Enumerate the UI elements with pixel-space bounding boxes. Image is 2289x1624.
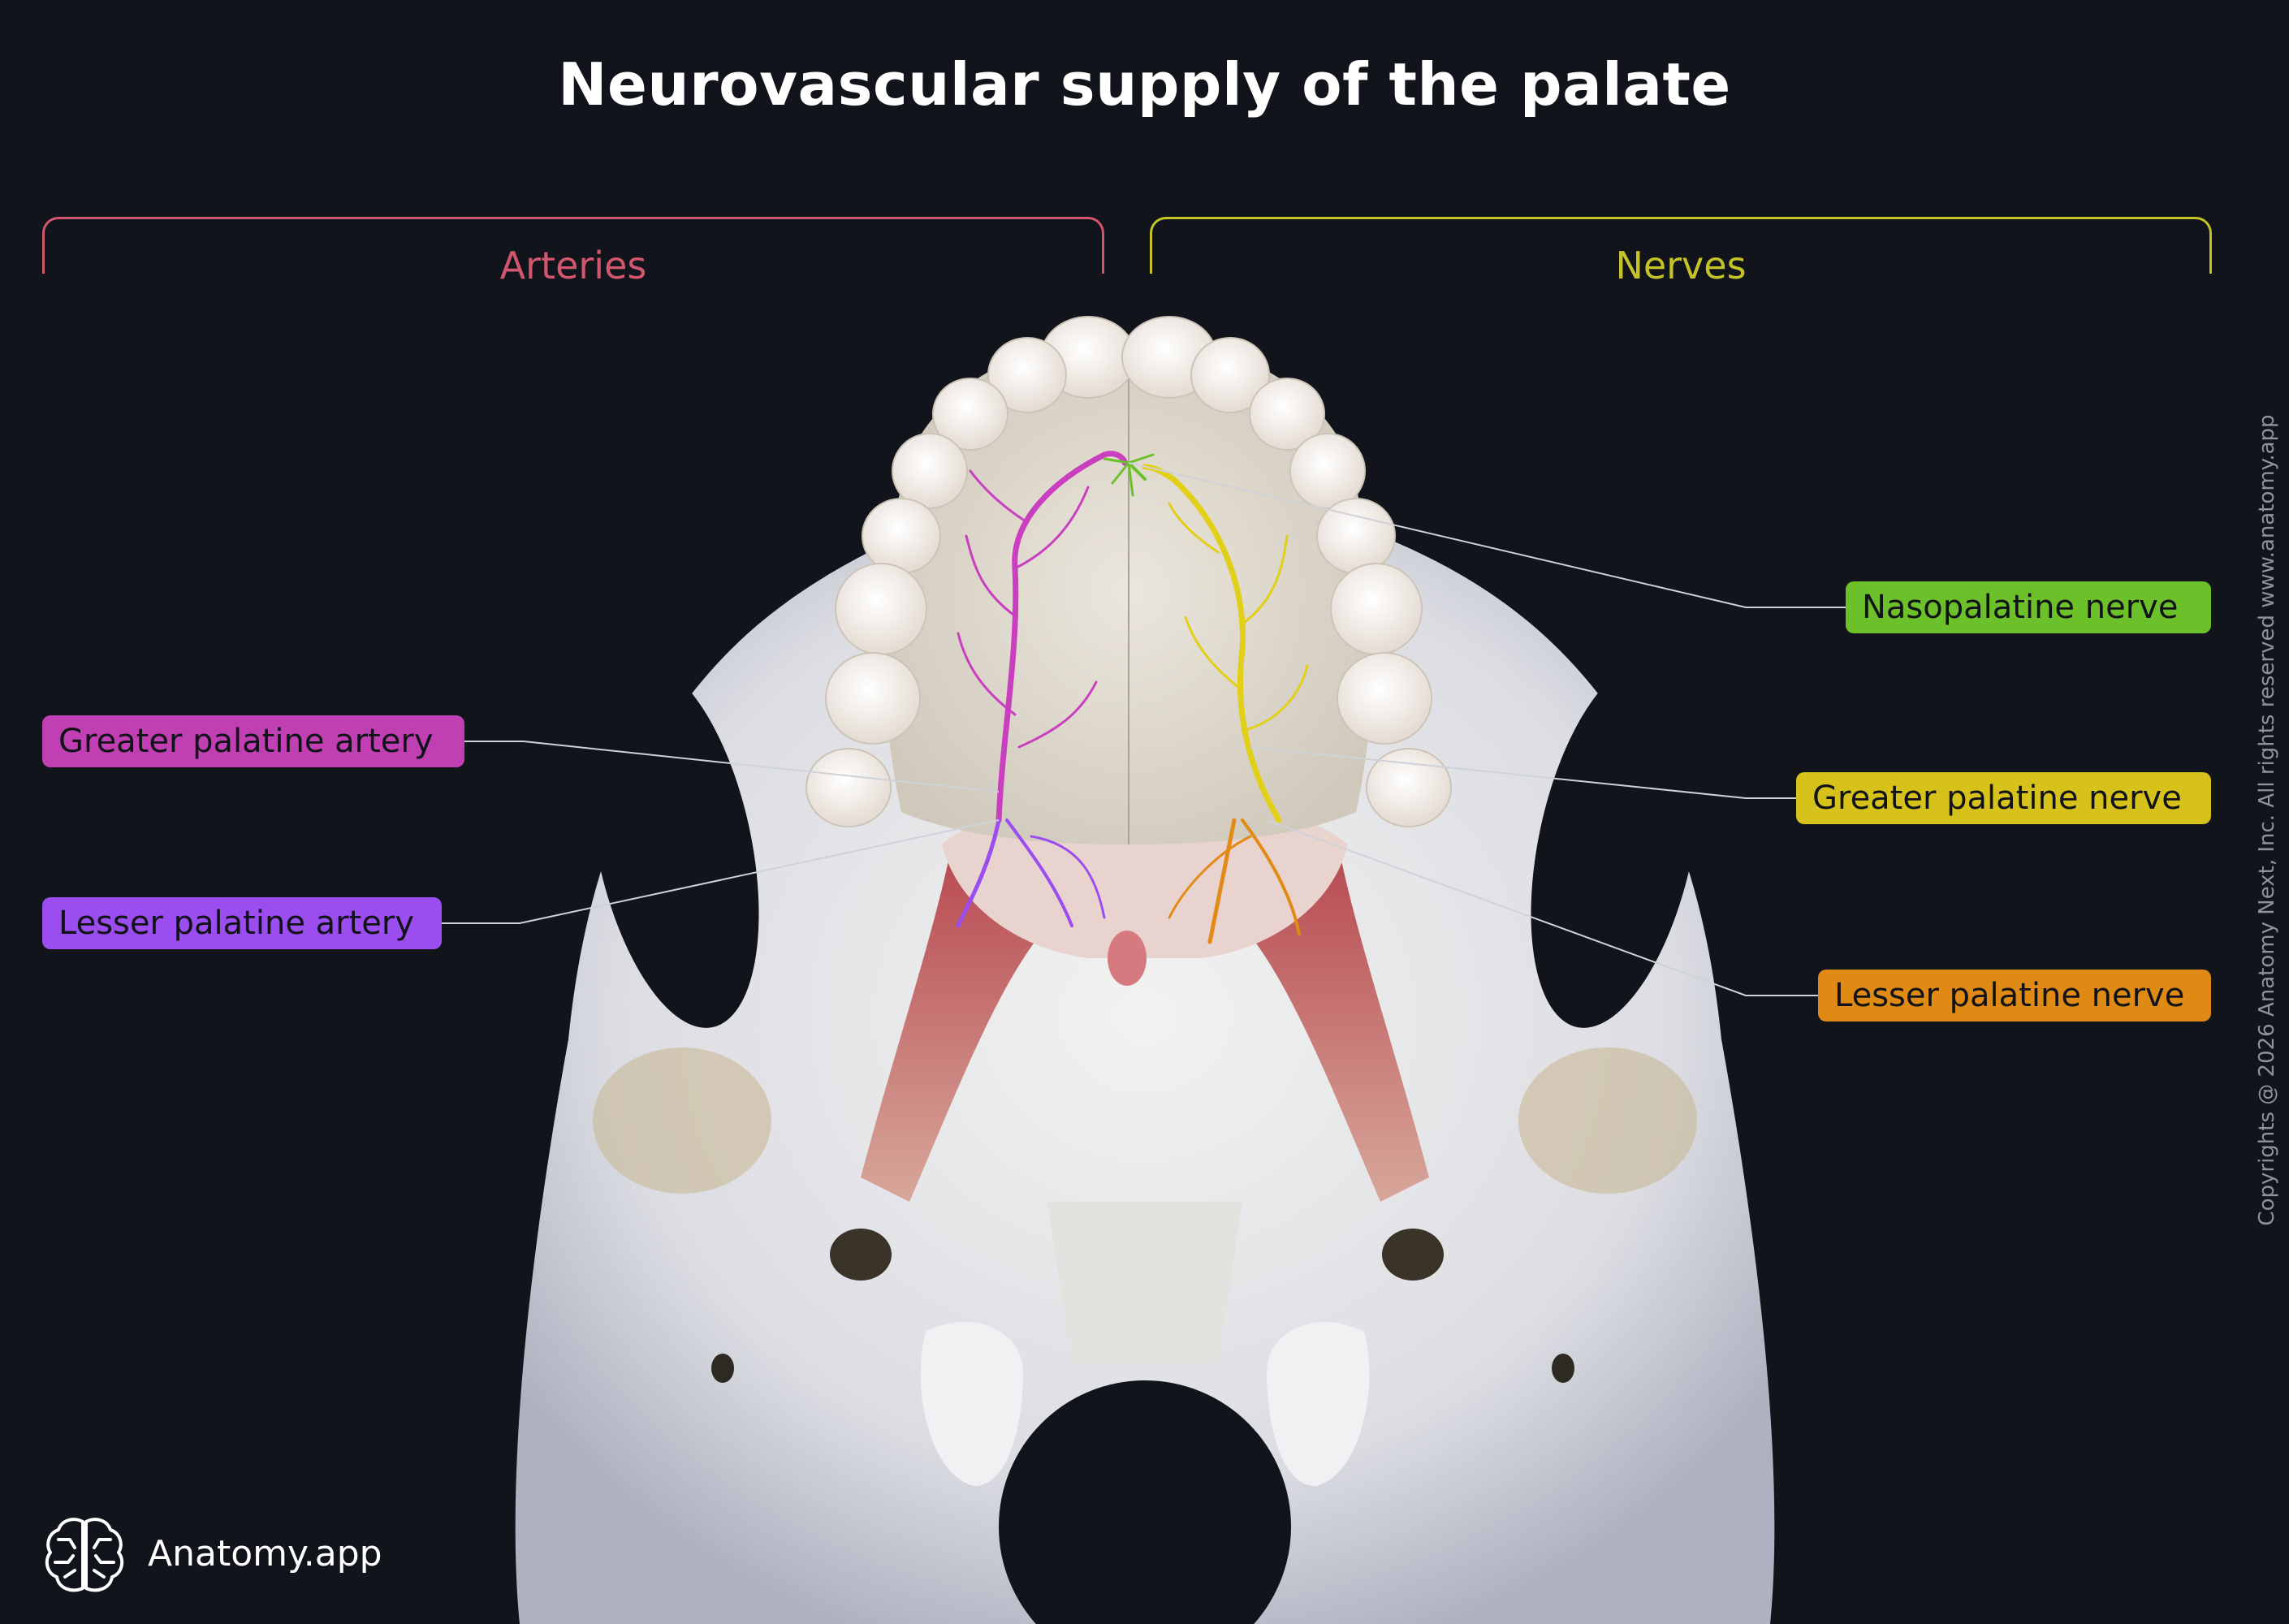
- tooth: [1190, 337, 1270, 413]
- palatine-arteries: [956, 451, 1128, 928]
- nasopalatine-nerve-label: Nasopalatine nerve: [1846, 581, 2211, 633]
- tooth: [1289, 433, 1366, 509]
- leader-lesser-palatine-nerve: [1266, 819, 1818, 996]
- lesser-palatine-artery-label: Lesser palatine artery: [42, 897, 442, 949]
- greater-palatine-nerve-label: Greater palatine nerve: [1796, 772, 2211, 824]
- maxillary-teeth: [805, 316, 1452, 827]
- tooth: [825, 652, 921, 745]
- brand-name: Anatomy.app: [148, 1533, 382, 1574]
- tooth: [892, 433, 968, 509]
- copyright-text: Copyrights @ 2026 Anatomy Next, Inc. All…: [2255, 414, 2279, 1226]
- soft-palate: [861, 806, 1429, 1202]
- leader-lesser-palatine-artery: [442, 819, 1000, 924]
- palatine-nerves: [1103, 453, 1309, 944]
- nerves-bracket: [1150, 217, 2212, 274]
- greater-palatine-artery-label: Greater palatine artery: [42, 715, 464, 767]
- leader-greater-palatine-artery: [464, 741, 1000, 793]
- arteries-bracket: [42, 217, 1104, 274]
- leader-greater-palatine-nerve: [1250, 746, 1796, 799]
- leader-lines: [442, 462, 1846, 996]
- brain-icon: [45, 1518, 124, 1592]
- tooth: [1366, 748, 1452, 827]
- tooth: [1249, 378, 1325, 451]
- tooth: [932, 378, 1008, 451]
- lesser-palatine-nerve-label: Lesser palatine nerve: [1818, 970, 2211, 1021]
- page-title: Neurovascular supply of the palate: [558, 50, 1731, 119]
- arteries-heading: Arteries: [499, 244, 647, 287]
- tooth: [1337, 652, 1432, 745]
- tooth: [835, 563, 927, 655]
- tooth: [987, 337, 1067, 413]
- tooth: [1330, 563, 1423, 655]
- tooth: [862, 498, 941, 574]
- tooth: [805, 748, 892, 827]
- nerves-heading: Nerves: [1615, 244, 1747, 287]
- leader-nasopalatine-nerve: [1128, 462, 1846, 608]
